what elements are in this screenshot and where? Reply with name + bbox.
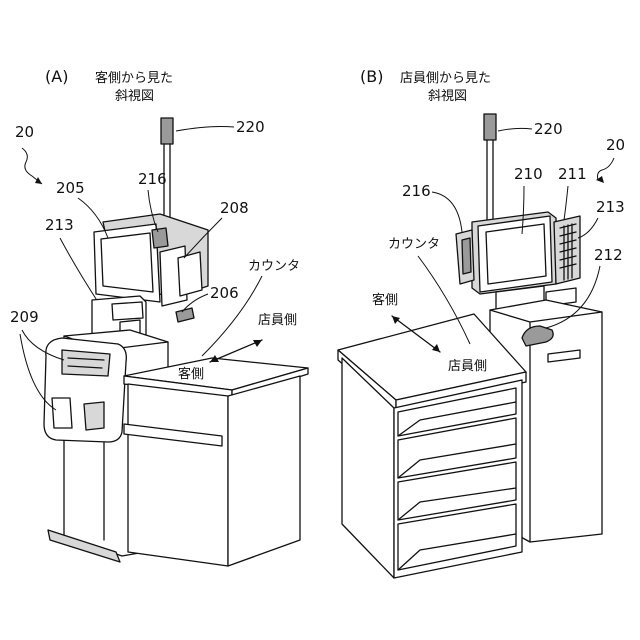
ref-216-a: 216 (138, 170, 167, 188)
card-reader-slot-b (462, 238, 471, 274)
leader-220-a (176, 127, 234, 132)
leader-213-a (60, 238, 98, 302)
leader-220-b (498, 128, 532, 131)
side-display-back-a (178, 252, 202, 296)
panel-a: (A) 客側から見た 斜視図 20 220 205 216 208 213 (10, 67, 308, 566)
ref-205-a: 205 (56, 179, 85, 197)
leader-20-b (598, 158, 615, 180)
scanner-206-a (176, 308, 194, 322)
counter-front-a (128, 384, 228, 566)
counter-label-b: カウンタ (388, 237, 440, 252)
counter-label-a: カウンタ (248, 259, 300, 274)
panel-b-label: (B) (360, 67, 383, 86)
panel-a-caption-line1: 客側から見た (95, 70, 173, 86)
staff-side-label-b: 店員側 (448, 359, 487, 374)
ref-20-b: 20 (606, 136, 625, 154)
panel-b: (B) 店員側から見た 斜視図 220 20 216 210 211 213 (338, 67, 625, 578)
leader-213-b (578, 218, 598, 238)
light-220-b (484, 114, 496, 140)
staff-side-label-a: 店員側 (258, 313, 297, 328)
coin-tray-a (52, 398, 72, 428)
printer-slot-a (112, 302, 143, 320)
panel-a-label: (A) (45, 67, 68, 86)
ref-220-b: 220 (534, 120, 563, 138)
leader-20-a (22, 148, 42, 184)
ref-208-a: 208 (220, 199, 249, 217)
ref-220-a: 220 (236, 118, 265, 136)
bill-slot-a (62, 350, 110, 376)
ref-210-b: 210 (514, 165, 543, 183)
ref-20-a: 20 (15, 123, 34, 141)
card-reader-216-a (152, 228, 168, 248)
customer-side-label-a: 客側 (178, 366, 204, 382)
arrow-20-a (35, 177, 42, 184)
ref-213-b: 213 (596, 198, 625, 216)
monitor-screen-a (101, 233, 153, 292)
coin-slot-a (84, 402, 104, 430)
leader-211-b (564, 186, 568, 220)
panel-b-caption-line2: 斜視図 (428, 89, 467, 104)
leader-216-b (432, 192, 462, 232)
light-220-a (161, 118, 173, 144)
ref-211-b: 211 (558, 165, 587, 183)
ref-213-a: 213 (45, 216, 74, 234)
monitor-screen-b (486, 224, 546, 284)
ref-209-a: 209 (10, 308, 39, 326)
direction-arrow-a (210, 340, 262, 362)
panel-a-caption-line2: 斜視図 (115, 89, 154, 104)
panel-b-caption-line1: 店員側から見た (400, 71, 491, 86)
ref-216-b: 216 (402, 182, 431, 200)
ref-212-b: 212 (594, 246, 623, 264)
counter-side-a (228, 376, 300, 566)
customer-side-label-b: 客側 (372, 292, 398, 308)
ref-206-a: 206 (210, 284, 239, 302)
direction-arrowhead-b-1 (392, 316, 400, 324)
